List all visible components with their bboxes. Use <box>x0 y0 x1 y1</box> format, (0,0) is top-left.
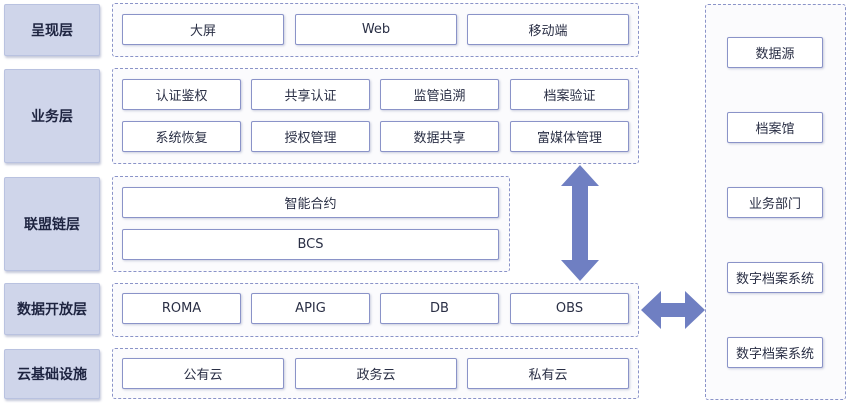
presentation-item-big-screen: 大屏 <box>122 14 284 45</box>
right-panel-item-digital-archive-system: 数字档案系统 <box>727 262 823 293</box>
chain-item-bcs: BCS <box>122 229 499 260</box>
right-panel-item-data-source: 数据源 <box>727 37 823 68</box>
business-item: 共享认证 <box>251 79 370 110</box>
layer-label-cloud: 云基础设施 <box>4 349 100 399</box>
horizontal-double-arrow <box>641 291 705 329</box>
open-data-item-roma: ROMA <box>122 293 241 324</box>
presentation-item-mobile: 移动端 <box>467 14 629 45</box>
cloud-item-private: 私有云 <box>467 358 629 389</box>
business-item: 数据共享 <box>380 121 499 152</box>
open-data-item-obs: OBS <box>510 293 629 324</box>
business-item: 富媒体管理 <box>510 121 629 152</box>
cloud-item-public: 公有云 <box>122 358 284 389</box>
right-panel-item-digital-archive-system: 数字档案系统 <box>727 337 823 368</box>
layer-label-chain: 联盟链层 <box>4 177 100 271</box>
right-panel-item-archive: 档案馆 <box>727 112 823 143</box>
right-panel-item-department: 业务部门 <box>727 187 823 218</box>
open-data-item-db: DB <box>380 293 499 324</box>
open-data-item-apig: APIG <box>251 293 370 324</box>
business-item: 认证鉴权 <box>122 79 241 110</box>
business-item: 系统恢复 <box>122 121 241 152</box>
layer-label-presentation: 呈现层 <box>4 4 100 56</box>
vertical-double-arrow <box>560 165 600 281</box>
chain-item-smart-contract: 智能合约 <box>122 187 499 218</box>
business-item: 授权管理 <box>251 121 370 152</box>
layer-label-open-data: 数据开放层 <box>4 283 100 335</box>
layer-label-business: 业务层 <box>4 69 100 163</box>
presentation-item-web: Web <box>295 14 457 45</box>
business-item: 监管追溯 <box>380 79 499 110</box>
business-item: 档案验证 <box>510 79 629 110</box>
cloud-item-government: 政务云 <box>295 358 457 389</box>
